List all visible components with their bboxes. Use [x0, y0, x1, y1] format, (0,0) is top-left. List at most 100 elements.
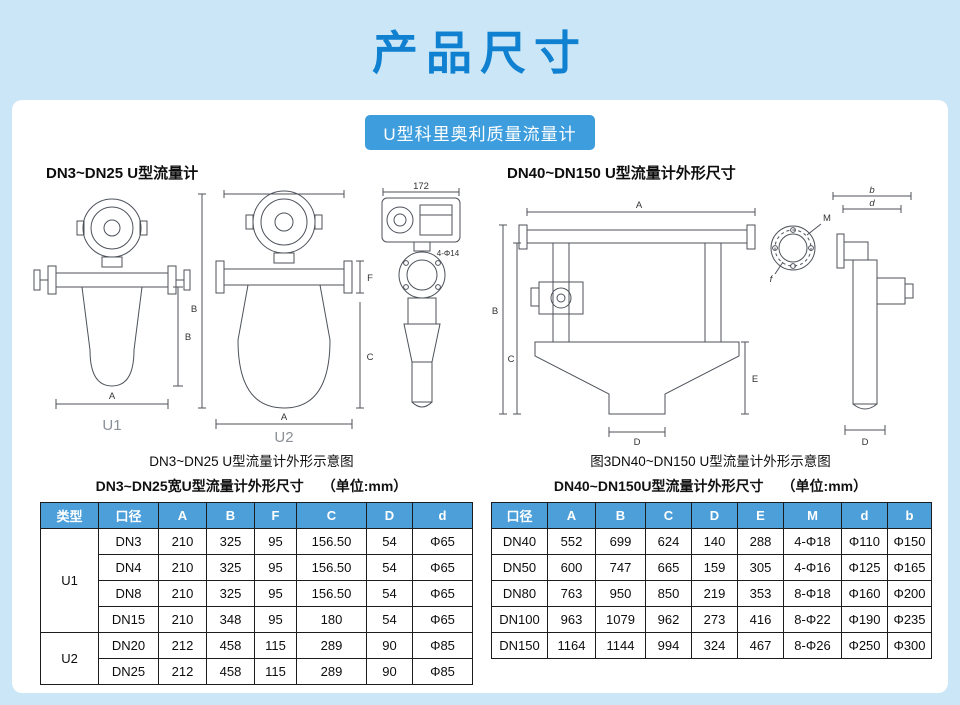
column-header: d [840, 502, 888, 529]
value-cell: 699 [594, 528, 646, 555]
value-cell: 324 [690, 632, 738, 659]
right-table-title: DN40~DN150U型流量计外形尺寸（单位:mm） [487, 476, 934, 496]
dim-label-D-side: D [862, 437, 869, 448]
diameter-cell: DN3 [98, 528, 159, 555]
u-flowmeter-side-view-drawing [832, 192, 914, 435]
value-cell: 348 [206, 606, 255, 633]
right-heading: DN40~DN150 U型流量计外形尺寸 [506, 165, 736, 182]
diameter-cell: DN4 [98, 554, 159, 581]
dim-label-C: C [367, 352, 374, 363]
value-cell: 159 [690, 554, 738, 581]
transmitter-side-view-drawing [381, 188, 461, 408]
page-title: 产品尺寸 [372, 27, 588, 79]
value-cell: Φ125 [840, 554, 888, 581]
diameter-cell: DN80 [490, 580, 548, 607]
dim-label-b-small: b [869, 185, 874, 196]
left-table-title-text: DN3~DN25宽U型流量计外形尺寸 [95, 478, 304, 494]
value-cell: 963 [546, 606, 596, 633]
column-header: B [206, 502, 255, 529]
value-cell: Φ190 [840, 606, 888, 633]
right-section: DN40~DN150 U型流量计外形尺寸 [487, 156, 934, 685]
value-cell: 305 [736, 554, 784, 581]
dim-label-f: f [770, 274, 774, 285]
value-cell: 210 [158, 580, 207, 607]
value-cell: Φ150 [886, 528, 932, 555]
value-cell: 1164 [546, 632, 596, 659]
badge-row: U型科里奥利质量流量计 [12, 100, 948, 150]
value-cell: 156.50 [296, 554, 367, 581]
left-table-title: DN3~DN25宽U型流量计外形尺寸（单位:mm） [26, 476, 477, 496]
value-cell: 416 [736, 606, 784, 633]
right-drawing: A B C E D D M f b d [487, 182, 934, 450]
column-header: D [366, 502, 413, 529]
value-cell: 353 [736, 580, 784, 607]
dim-label-d-small: d [869, 198, 875, 209]
figure-label-u2: U2 [274, 429, 293, 446]
value-cell: 156.50 [296, 580, 367, 607]
value-cell: Φ165 [886, 554, 932, 581]
value-cell: 600 [546, 554, 596, 581]
value-cell: 325 [206, 528, 255, 555]
diameter-cell: DN20 [98, 632, 159, 659]
value-cell: 552 [546, 528, 596, 555]
left-caption: DN3~DN25 U型流量计外形示意图 [149, 454, 354, 469]
value-cell: 156.50 [296, 528, 367, 555]
column-header: E [736, 502, 784, 529]
value-cell: Φ110 [840, 528, 888, 555]
value-cell: 950 [594, 580, 646, 607]
diameter-cell: DN40 [490, 528, 548, 555]
value-cell: 180 [296, 606, 367, 633]
value-cell: 8-Φ18 [782, 580, 842, 607]
value-cell: 763 [546, 580, 596, 607]
value-cell: 665 [644, 554, 692, 581]
content-columns: DN3~DN25 U型流量计 [12, 150, 948, 685]
value-cell: Φ65 [412, 528, 473, 555]
value-cell: 962 [644, 606, 692, 633]
value-cell: 212 [158, 658, 207, 685]
diameter-cell: DN25 [98, 658, 159, 685]
dim-label-F: F [367, 273, 373, 284]
value-cell: Φ200 [886, 580, 932, 607]
column-header: b [886, 502, 932, 529]
column-header: D [690, 502, 738, 529]
dim-label-C: C [508, 354, 515, 365]
value-cell: 90 [366, 658, 413, 685]
u-flowmeter-main-view-drawing [498, 208, 822, 437]
dim-label-M: M [823, 213, 831, 224]
column-header: B [594, 502, 646, 529]
value-cell: 90 [366, 632, 413, 659]
value-cell: Φ85 [412, 658, 473, 685]
value-cell: 54 [366, 528, 413, 555]
column-header: A [158, 502, 207, 529]
value-cell: 115 [254, 632, 297, 659]
value-cell: 219 [690, 580, 738, 607]
type-cell: U2 [40, 632, 99, 685]
value-cell: 54 [366, 606, 413, 633]
column-header: 类型 [40, 502, 99, 529]
diameter-cell: DN50 [490, 554, 548, 581]
value-cell: Φ65 [412, 580, 473, 607]
value-cell: 289 [296, 658, 367, 685]
dim-label-172: 172 [413, 182, 429, 192]
section-badge: U型科里奥利质量流量计 [365, 115, 595, 150]
value-cell: 4-Φ16 [782, 554, 842, 581]
dim-label-B: B [191, 304, 197, 315]
bolt-note-label: 4-Φ14 [437, 249, 460, 258]
value-cell: 747 [594, 554, 646, 581]
value-cell: 115 [254, 658, 297, 685]
value-cell: 8-Φ26 [782, 632, 842, 659]
value-cell: Φ250 [840, 632, 888, 659]
value-cell: 1144 [594, 632, 646, 659]
dim-label-B: B [492, 306, 498, 317]
value-cell: Φ235 [886, 606, 932, 633]
value-cell: 467 [736, 632, 784, 659]
diameter-cell: DN100 [490, 606, 548, 633]
value-cell: 95 [254, 554, 297, 581]
